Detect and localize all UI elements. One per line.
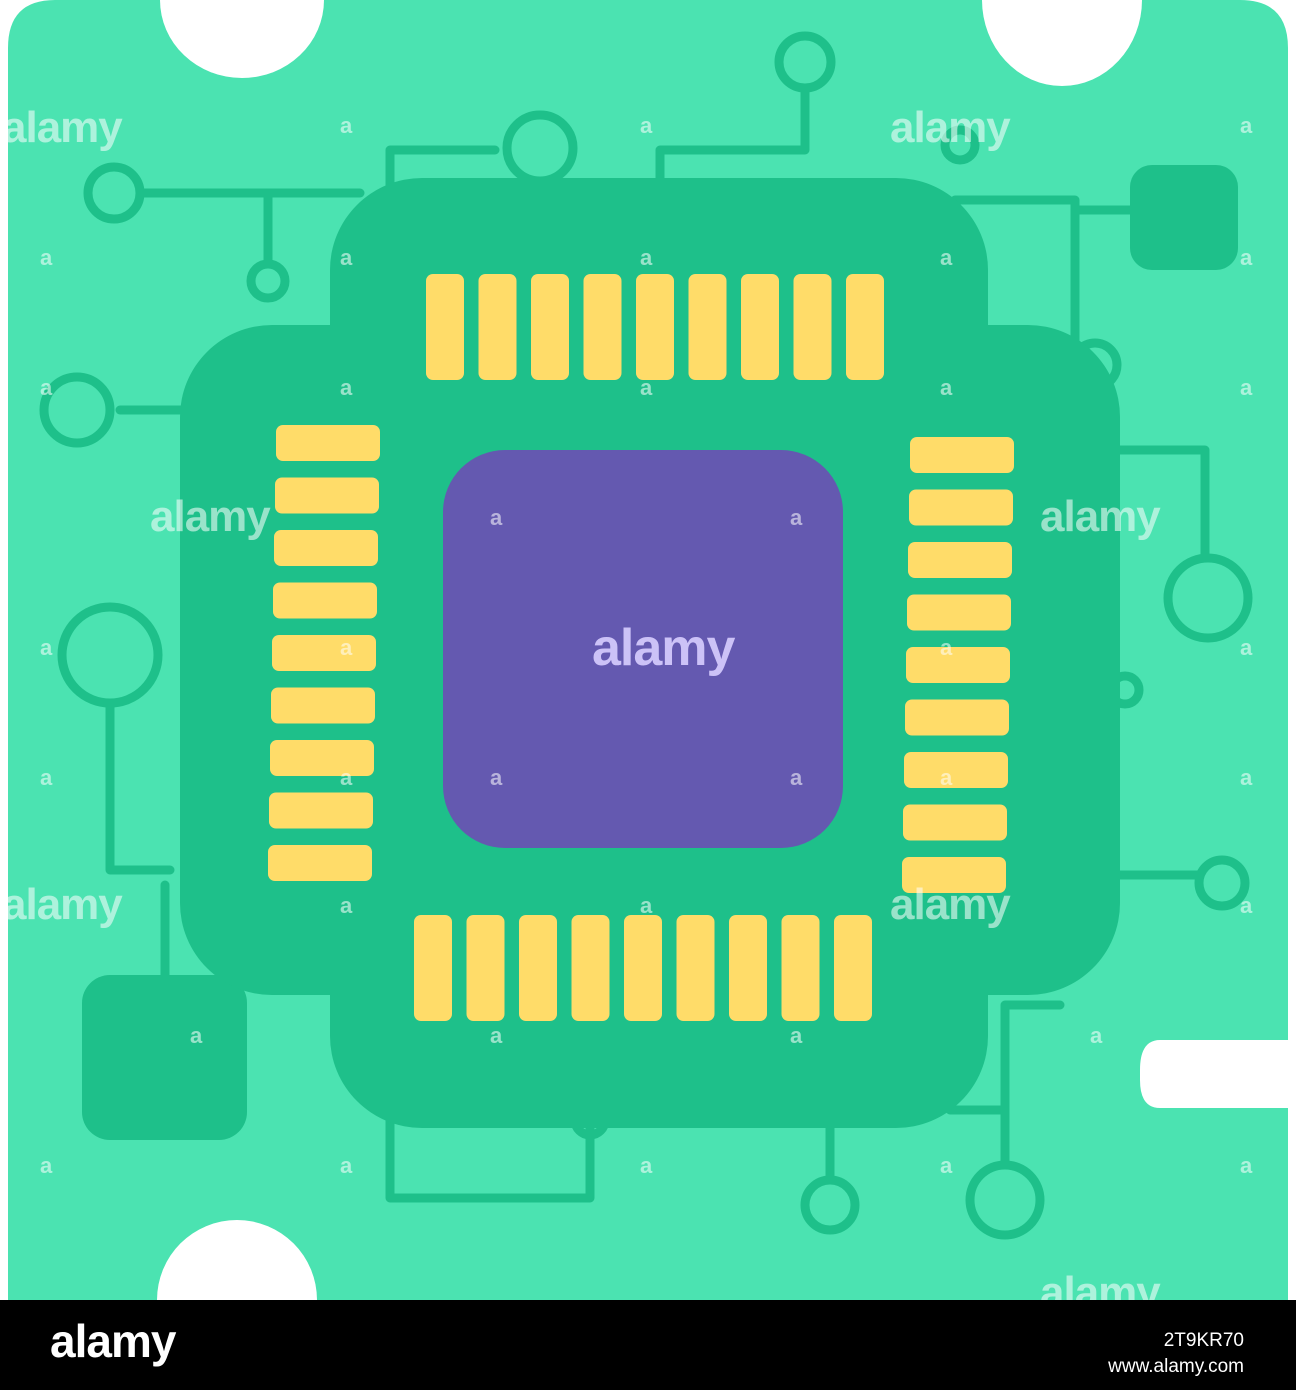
pin-bottom: [834, 915, 872, 1021]
watermark-text: alamy: [1040, 492, 1161, 541]
watermark-mark: a: [1240, 113, 1253, 138]
pin-left: [269, 792, 373, 829]
watermark-mark: a: [340, 765, 353, 790]
pin-top: [426, 274, 464, 380]
square-pads: [82, 165, 1238, 1140]
watermark-mark: a: [40, 765, 53, 790]
watermark-mark: a: [790, 765, 803, 790]
pin-right: [905, 699, 1009, 736]
pin-left: [270, 740, 374, 776]
watermark-mark: a: [490, 505, 503, 530]
pin-top: [688, 274, 727, 380]
pin-top: [741, 274, 779, 380]
footer-logo: alamy: [50, 1315, 176, 1367]
pin-top: [793, 274, 832, 380]
pin-left: [275, 477, 379, 514]
watermark-mark: a: [1240, 893, 1253, 918]
watermark-mark: a: [40, 375, 53, 400]
trace-pads: [39, 31, 1253, 1240]
circuit-traces: [105, 85, 1210, 1203]
pin-left: [274, 530, 378, 566]
pin-top: [636, 274, 674, 380]
watermark-mark: a: [1240, 245, 1253, 270]
watermark-mark: a: [940, 375, 953, 400]
watermark-mark: a: [340, 245, 353, 270]
watermark-mark: a: [490, 765, 503, 790]
pin-right: [904, 752, 1008, 788]
watermark-text: alamy: [890, 103, 1011, 152]
watermark-text: alamy: [890, 880, 1011, 929]
pin-bottom: [781, 915, 820, 1021]
footer-url: www.alamy.com: [1108, 1356, 1244, 1377]
pin-left: [276, 425, 380, 461]
watermark-text: alamy: [2, 103, 123, 152]
pin-right: [903, 804, 1007, 841]
pin-left: [271, 687, 375, 724]
watermark-mark: a: [790, 1023, 803, 1048]
footer-image-id: 2T9KR70: [1163, 1330, 1244, 1351]
watermark-mark: a: [40, 1153, 53, 1178]
watermark-mark: a: [640, 245, 653, 270]
watermark-mark: a: [1240, 765, 1253, 790]
watermark-mark: a: [940, 635, 953, 660]
pin-bottom: [571, 915, 610, 1021]
watermark-mark: a: [190, 1023, 203, 1048]
pin-right: [909, 489, 1013, 526]
pin-bottom: [466, 915, 505, 1021]
pin-top: [583, 274, 622, 380]
watermark-mark: a: [40, 245, 53, 270]
watermark-mark: a: [340, 1153, 353, 1178]
pin-bottom: [729, 915, 767, 1021]
watermark-mark: a: [340, 893, 353, 918]
pin-top: [846, 274, 884, 380]
watermark-mark: a: [340, 635, 353, 660]
pin-bottom: [624, 915, 662, 1021]
circuit-board-illustration: [8, 0, 1288, 1300]
watermark-mark: a: [640, 1153, 653, 1178]
pin-left: [273, 582, 377, 619]
watermark-mark: a: [640, 375, 653, 400]
watermark-mark: a: [1240, 1153, 1253, 1178]
watermark-mark: a: [40, 635, 53, 660]
watermark-mark: a: [340, 113, 353, 138]
watermark-mark: a: [1090, 1023, 1103, 1048]
watermark-mark: a: [340, 375, 353, 400]
watermark-mark: a: [640, 893, 653, 918]
pin-left: [268, 845, 372, 881]
watermark-mark: a: [1240, 635, 1253, 660]
chip-die: [443, 450, 843, 848]
pin-right: [906, 647, 1010, 683]
pin-right: [902, 857, 1006, 893]
pin-right: [907, 594, 1011, 631]
watermark-mark: a: [940, 245, 953, 270]
pin-top: [478, 274, 517, 380]
pin-right: [910, 437, 1014, 473]
stock-footer-bar: alamy 2T9KR70 www.alamy.com: [0, 1300, 1296, 1390]
watermark-text: alamy: [150, 492, 271, 541]
watermark-mark: a: [640, 113, 653, 138]
watermark-mark: a: [940, 1153, 953, 1178]
pin-left: [272, 635, 376, 671]
watermark-text-center: alamy: [592, 619, 735, 677]
watermark-mark: a: [940, 765, 953, 790]
watermark-mark: a: [1240, 375, 1253, 400]
watermark-mark: a: [490, 1023, 503, 1048]
board-cutouts: [157, 0, 1142, 1300]
pin-right: [908, 542, 1012, 578]
watermark-mark: a: [790, 505, 803, 530]
pin-bottom: [676, 915, 715, 1021]
watermark-text: alamy: [2, 880, 123, 929]
pin-bottom: [414, 915, 452, 1021]
pin-top: [531, 274, 569, 380]
chip-pins: [268, 274, 1014, 1021]
pin-bottom: [519, 915, 557, 1021]
